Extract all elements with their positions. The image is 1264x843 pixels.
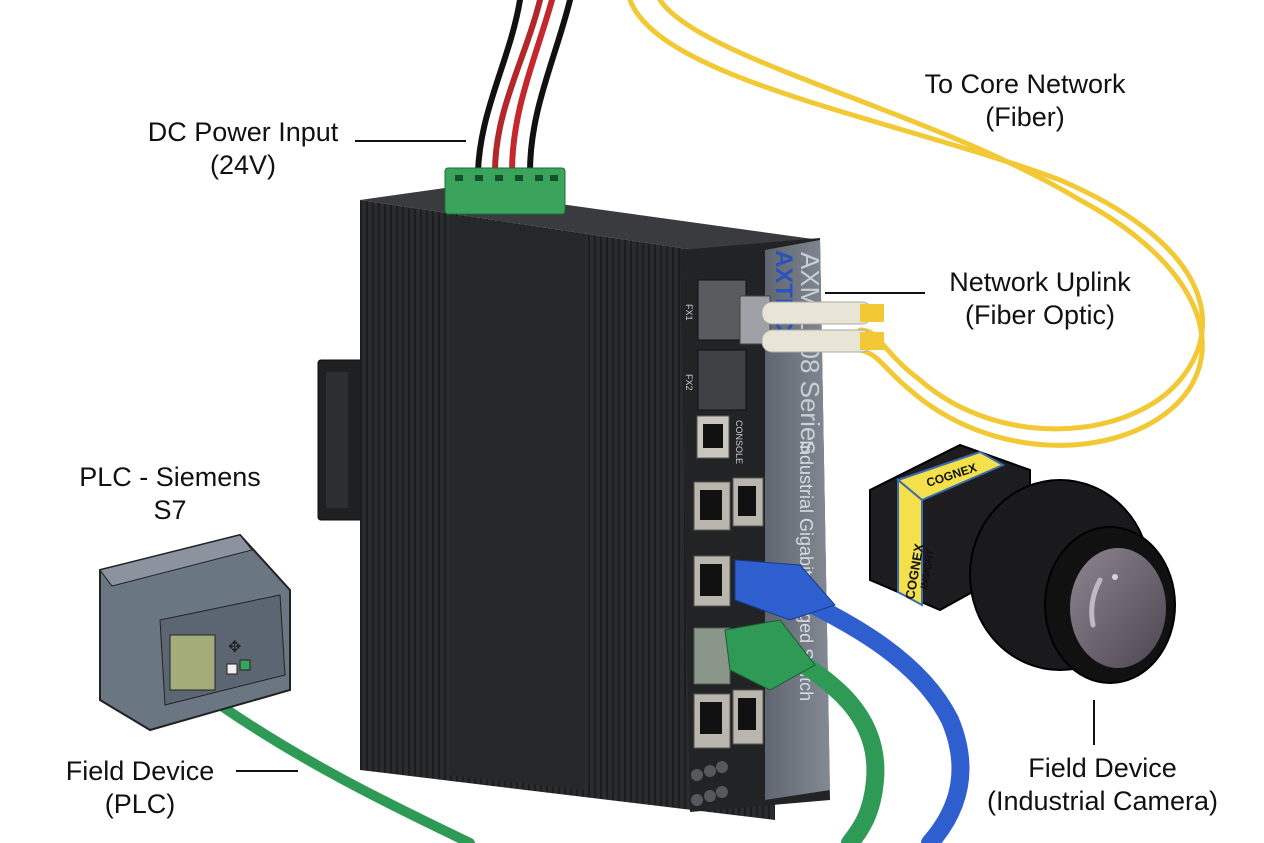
- camera-lens-glass: [1070, 548, 1166, 668]
- label-network-uplink-line1: Network Uplink: [949, 267, 1131, 297]
- lc-fiber-connector: [761, 301, 884, 353]
- label-field-device-camera: Field Device (Industrial Camera): [965, 752, 1240, 818]
- cognex-insight-camera: COGNEX INSIGHT COGNEX: [869, 443, 1176, 684]
- label-dc-power-input: DC Power Input (24V): [118, 116, 368, 182]
- rj45-port-5[interactable]: [693, 693, 731, 749]
- dc-terminal-block: [444, 167, 566, 215]
- plc-button-green: [239, 659, 251, 671]
- switch-subtitle: Industrial Gigabit Rugged Switch: [796, 440, 816, 701]
- ethernet-cable-green-plc: [215, 700, 475, 843]
- label-field-camera-line2: (Industrial Camera): [986, 786, 1219, 816]
- din-rail-clip: [317, 359, 365, 521]
- label-plc-line1: PLC - Siemens: [79, 462, 261, 492]
- label-plc-line2: S7: [153, 495, 187, 525]
- label-network-uplink-line2: (Fiber Optic): [964, 300, 1116, 330]
- label-dc-power-line2: (24V): [209, 150, 277, 180]
- status-leds: [691, 761, 728, 806]
- fiber-cable-yellow: [627, 0, 1206, 448]
- leader-lines: [236, 140, 1095, 772]
- industrial-switch: AXTECH AXM 1008 Series Industrial Gigabi…: [360, 167, 830, 820]
- label-field-plc-line1: Field Device: [65, 756, 215, 786]
- power-wires: [475, 0, 573, 175]
- port-label-fx1: FX1: [684, 304, 694, 321]
- sfp-port-fx2[interactable]: FX2: [684, 349, 747, 411]
- plc-siemens-s7: ✥: [99, 533, 291, 732]
- ethernet-cable-blue: [734, 559, 970, 843]
- port-label-fx2: FX2: [684, 374, 694, 391]
- ethernet-cable-green-switch: [724, 619, 885, 843]
- plc-nav-arrows-icon: ✥: [228, 639, 241, 656]
- label-field-device-plc: Field Device (PLC): [40, 755, 240, 821]
- rj45-port-2[interactable]: [732, 477, 764, 527]
- label-dc-power-line1: DC Power Input: [147, 117, 339, 147]
- label-field-camera-line1: Field Device: [1028, 753, 1177, 783]
- label-field-plc-line2: (PLC): [104, 789, 176, 819]
- label-plc-siemens: PLC - Siemens S7: [50, 461, 290, 527]
- label-core-network: To Core Network (Fiber): [890, 68, 1160, 134]
- label-network-uplink: Network Uplink (Fiber Optic): [920, 266, 1160, 332]
- plc-button-white: [226, 663, 238, 675]
- rj45-port-4[interactable]: [693, 627, 731, 685]
- rj45-port-6[interactable]: [732, 689, 764, 745]
- rj45-port-1[interactable]: [693, 481, 731, 531]
- port-label-console: CONSOLE: [734, 420, 744, 464]
- label-core-network-line1: To Core Network: [924, 69, 1126, 99]
- plc-display: [169, 634, 216, 691]
- label-core-network-line2: (Fiber): [985, 102, 1065, 132]
- rj45-port-3[interactable]: [693, 555, 731, 607]
- switch-model: AXM 1008 Series: [795, 252, 825, 454]
- console-port[interactable]: CONSOLE: [696, 415, 744, 464]
